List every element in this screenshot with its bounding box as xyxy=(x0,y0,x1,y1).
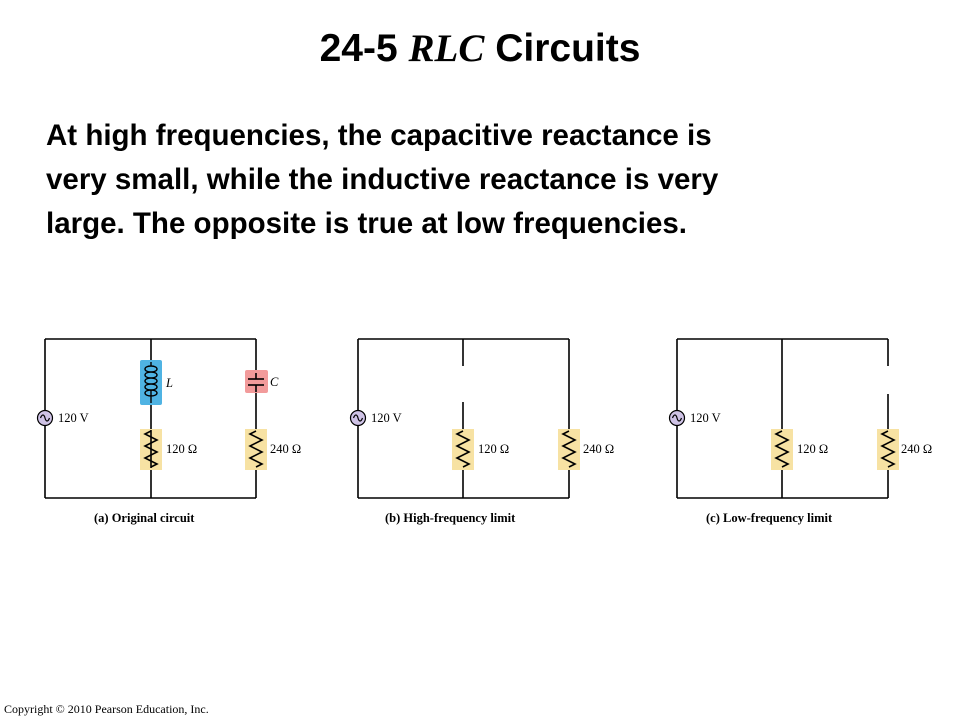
ac-source-icon xyxy=(36,409,54,427)
resistor-2-label: 240 Ω xyxy=(583,442,614,456)
title-rlc: RLC xyxy=(408,27,485,70)
inductor-label: L xyxy=(165,376,173,390)
source-label: 120 V xyxy=(690,411,721,425)
capacitor-label: C xyxy=(270,375,279,389)
resistor-2-label: 240 Ω xyxy=(270,442,301,456)
source-label: 120 V xyxy=(371,411,402,425)
capacitor-highlight xyxy=(245,370,268,393)
body-paragraph: At high frequencies, the capacitive reac… xyxy=(46,114,926,246)
diagram-caption: (a) Original circuit xyxy=(94,511,195,525)
diagram-caption: (b) High-frequency limit xyxy=(385,511,516,525)
resistor-1-label: 120 Ω xyxy=(166,442,197,456)
body-line-1: At high frequencies, the capacitive reac… xyxy=(46,119,712,152)
ac-source-icon xyxy=(349,409,367,427)
diagram-b-high-frequency-limit: 120 V 120 Ω 240 Ω (b) High-frequency lim… xyxy=(349,338,614,525)
inductor-icon xyxy=(144,362,158,403)
title-circuits: Circuits xyxy=(495,27,641,70)
diagram-c-low-frequency-limit: 120 V 120 Ω 240 Ω (c) Low-frequency limi… xyxy=(668,338,932,525)
resistor-1-label: 120 Ω xyxy=(478,442,509,456)
diagram-caption: (c) Low-frequency limit xyxy=(706,511,833,525)
slide-title: 24-5 RLC Circuits xyxy=(0,26,960,71)
copyright-footer: Copyright © 2010 Pearson Education, Inc. xyxy=(4,702,209,716)
body-line-2: very small, while the inductive reactanc… xyxy=(46,163,719,196)
body-line-3: large. The opposite is true at low frequ… xyxy=(46,207,687,240)
resistor-2-label: 240 Ω xyxy=(901,442,932,456)
diagram-a-original-circuit: 120 V L C 120 Ω 240 Ω (a) Original circu… xyxy=(36,338,301,525)
source-label: 120 V xyxy=(58,411,89,425)
ac-source-icon xyxy=(668,409,686,427)
resistor-1-label: 120 Ω xyxy=(797,442,828,456)
title-number: 24-5 xyxy=(319,27,398,70)
